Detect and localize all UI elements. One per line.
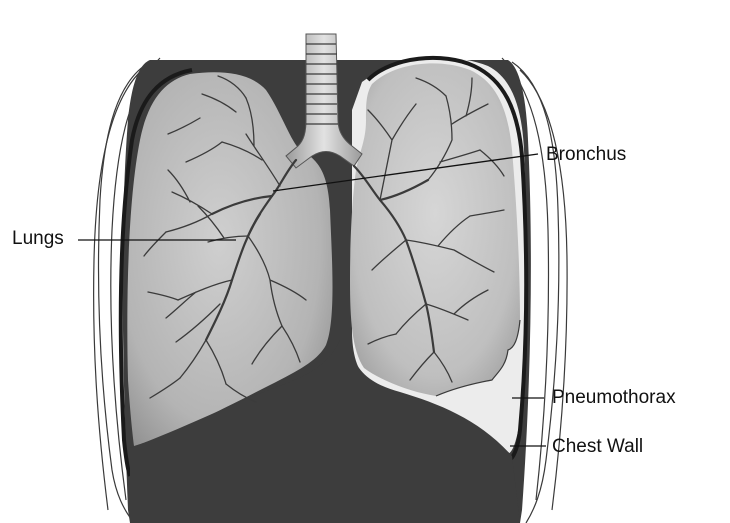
collapsed-lung — [350, 63, 520, 396]
chest-wall-label: Chest Wall — [552, 436, 643, 457]
pneumothorax-label: Pneumothorax — [552, 387, 676, 408]
lungs-label: Lungs — [12, 228, 64, 249]
bronchus-label: Bronchus — [546, 144, 626, 165]
